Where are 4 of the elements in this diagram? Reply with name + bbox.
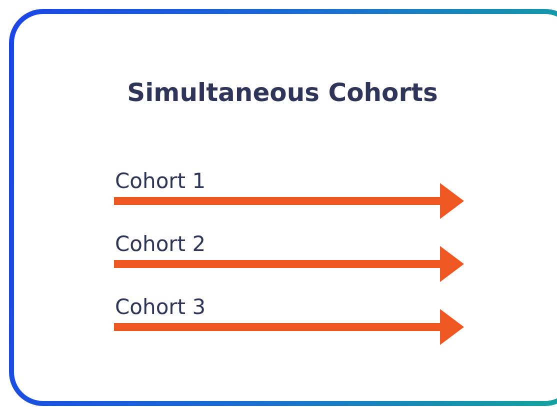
- cohort-label: Cohort 1: [115, 169, 206, 193]
- title: Simultaneous Cohorts: [126, 78, 439, 107]
- cohort-label: Cohort 3: [115, 295, 206, 319]
- cohort-label: Cohort 2: [115, 232, 206, 256]
